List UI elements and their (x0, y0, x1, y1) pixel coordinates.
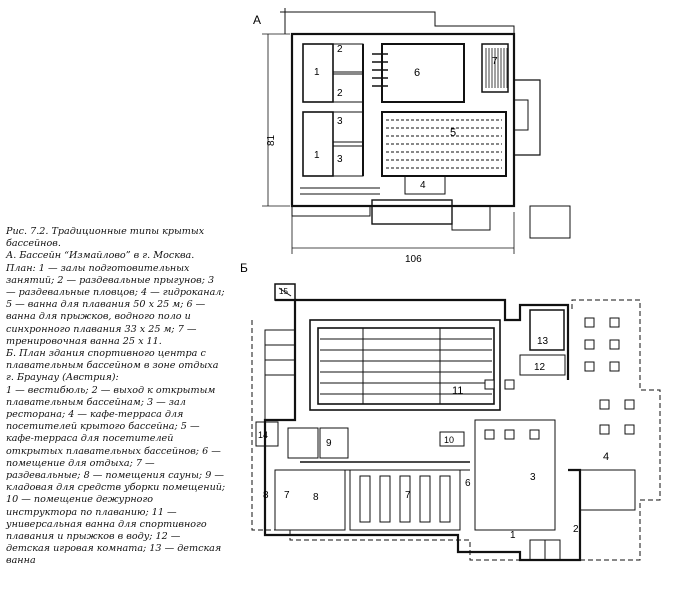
cafe-table (609, 317, 620, 328)
cafe-table (504, 429, 515, 440)
caption-part-b-title: Б. План здания спортивного центра с плав… (6, 348, 219, 384)
plan-a-dim-width: 106 (405, 254, 422, 265)
plan-a-room-1b: 1 (314, 150, 320, 161)
cafe-table (584, 361, 595, 372)
cafe-table (504, 379, 515, 390)
plan-a-room-4: 4 (420, 180, 426, 191)
cafe-table (624, 399, 635, 410)
plan-b-room-12: 12 (534, 362, 546, 373)
locker-bank (379, 475, 391, 523)
plan-b-room-7a: 7 (405, 490, 411, 501)
cafe-table (624, 424, 635, 435)
plan-b-room-8b: 8 (313, 492, 319, 503)
caption-part-a-legend: План: 1 — залы подготовительных занятий;… (6, 262, 225, 347)
plan-b-room-1: 1 (510, 530, 516, 541)
cafe-table (609, 339, 620, 350)
plan-b-room-6: 6 (465, 478, 471, 489)
plan-a-room-3a: 3 (337, 116, 343, 127)
caption-part-a-title: А. Бассейн “Измайлово” в г. Москва. (6, 250, 195, 262)
plan-a-room-7: 7 (492, 56, 498, 67)
plan-b-room-4: 4 (603, 451, 609, 463)
plan-b-room-14: 14 (258, 430, 268, 440)
locker-bank (359, 475, 371, 523)
plan-b-room-15: 15 (279, 287, 288, 296)
plan-a-room-2a: 2 (337, 44, 343, 55)
cafe-table (584, 317, 595, 328)
locker-bank (399, 475, 411, 523)
caption-part-b-legend: 1 — вестибюль; 2 — выход к открытым плав… (6, 384, 226, 567)
plan-b-room-7b: 7 (284, 490, 290, 501)
plan-b-room-13: 13 (537, 336, 549, 347)
cafe-table (599, 424, 610, 435)
plan-b-room-8a: 8 (263, 490, 269, 501)
locker-bank (439, 475, 451, 523)
caption-figure-title: Рис. 7.2. Традиционные типы крытых бассе… (6, 226, 205, 250)
plan-b-room-9: 9 (326, 438, 332, 449)
plan-a-label: А (253, 13, 261, 27)
cafe-table (609, 361, 620, 372)
plan-a-room-3b: 3 (337, 154, 343, 165)
cafe-table (584, 339, 595, 350)
plan-b-label: Б (240, 261, 248, 275)
plan-a-dim-height: 81 (266, 134, 277, 146)
plan-a-room-1a: 1 (314, 67, 320, 78)
cafe-table (484, 379, 495, 390)
plan-b-room-10: 10 (444, 435, 454, 445)
plan-b-room-11: 11 (452, 385, 463, 397)
cafe-table (484, 429, 495, 440)
cafe-table (529, 429, 540, 440)
locker-bank (419, 475, 431, 523)
plan-a-room-2b: 2 (337, 88, 343, 99)
plan-a-room-6: 6 (414, 67, 420, 79)
plan-a-room-5: 5 (450, 127, 456, 139)
plan-b-room-2: 2 (573, 524, 579, 535)
figure-caption: Рис. 7.2. Традиционные типы крытых бассе… (6, 226, 226, 568)
plan-b-room-3: 3 (530, 472, 536, 483)
cafe-table (599, 399, 610, 410)
